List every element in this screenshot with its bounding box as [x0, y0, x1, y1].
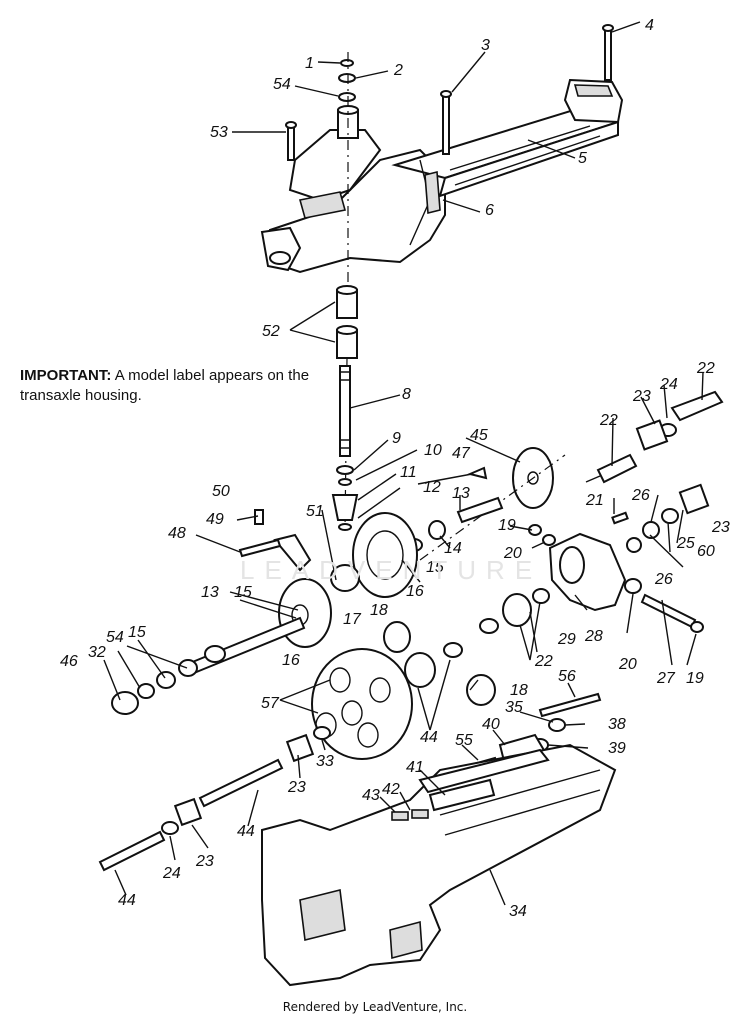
callout-20: 20 [503, 545, 522, 562]
callout-6: 6 [485, 202, 494, 219]
callout-26: 26 [631, 487, 650, 504]
callout-16: 16 [282, 652, 300, 669]
watermark: LEADVENTURE [240, 555, 543, 585]
callout-54: 54 [273, 76, 291, 93]
callout-49: 49 [206, 511, 224, 528]
callout-41: 41 [406, 759, 424, 776]
upper-housing [260, 78, 624, 274]
lower-housing [261, 743, 617, 987]
input-shaft [331, 365, 359, 531]
callout-18: 18 [510, 682, 528, 699]
callout-8: 8 [402, 386, 411, 403]
callout-13: 13 [201, 584, 219, 601]
callout-55: 55 [455, 732, 473, 749]
callout-20: 20 [618, 656, 637, 673]
important-label: IMPORTANT: [20, 367, 112, 384]
callout-13: 13 [452, 485, 470, 502]
callout-19: 19 [686, 670, 704, 687]
callout-34: 34 [509, 903, 527, 920]
callout-18: 18 [370, 602, 388, 619]
callout-50: 50 [212, 483, 230, 500]
callout-19: 19 [498, 517, 516, 534]
callout-32: 32 [88, 644, 106, 661]
callout-43: 43 [362, 787, 380, 804]
callout-44: 44 [118, 892, 136, 909]
callout-22: 22 [534, 653, 553, 670]
callout-labels: 1 2 54 3 4 53 5 6 52 8 9 10 11 12 47 45 … [60, 17, 730, 920]
left-gear-and-shaft [111, 578, 332, 715]
pin-27 [640, 593, 704, 633]
callout-16: 16 [406, 583, 424, 600]
callout-28: 28 [584, 628, 603, 645]
footer-credit: Rendered by LeadVenture, Inc. [282, 1000, 468, 1014]
callout-35: 35 [505, 699, 523, 716]
callout-47: 47 [452, 445, 471, 462]
callout-52: 52 [262, 323, 280, 340]
differential-housing [528, 483, 710, 612]
callout-24: 24 [659, 376, 678, 393]
callout-14: 14 [444, 540, 462, 557]
top-fasteners [285, 24, 614, 161]
callout-23: 23 [711, 519, 730, 536]
callout-23: 23 [195, 853, 214, 870]
callout-23: 23 [287, 779, 306, 796]
callout-46: 46 [60, 653, 78, 670]
callout-54: 54 [106, 629, 124, 646]
callout-22: 22 [599, 412, 618, 429]
callout-24: 24 [162, 865, 181, 882]
callout-44: 44 [420, 729, 438, 746]
small-shaft-parts [405, 466, 504, 552]
bushings [336, 285, 358, 359]
important-text: A model label appears on the transaxle h… [20, 367, 310, 404]
callout-11: 11 [400, 464, 417, 481]
callout-17: 17 [343, 611, 362, 628]
callout-22: 22 [696, 360, 715, 377]
callout-1: 1 [305, 55, 314, 72]
callout-53: 53 [210, 124, 228, 141]
callout-10: 10 [424, 442, 442, 459]
callout-3: 3 [481, 37, 490, 54]
callout-27: 27 [656, 670, 676, 687]
large-gear-57 [311, 648, 413, 760]
callout-60: 60 [697, 543, 715, 560]
callout-39: 39 [608, 740, 626, 757]
callout-56: 56 [558, 668, 576, 685]
callout-57: 57 [261, 695, 280, 712]
callout-23: 23 [632, 388, 651, 405]
callout-2: 2 [393, 62, 403, 79]
right-axle-parts [585, 390, 724, 484]
ring-gear-16 [330, 512, 418, 598]
callout-29: 29 [557, 631, 576, 648]
leader-lines [103, 21, 704, 906]
bevel-gear-45 [419, 447, 566, 561]
callout-5: 5 [578, 150, 587, 167]
callout-15: 15 [234, 584, 252, 601]
callout-21: 21 [585, 492, 604, 509]
callout-45: 45 [470, 427, 488, 444]
callout-51: 51 [306, 503, 324, 520]
callout-44: 44 [237, 823, 255, 840]
pinion-gears [383, 588, 550, 706]
important-note: IMPORTANT: A model label appears on the … [20, 366, 320, 406]
callout-9: 9 [392, 430, 401, 447]
callout-48: 48 [168, 525, 186, 542]
callout-4: 4 [645, 17, 654, 34]
callout-12: 12 [423, 479, 441, 496]
output-shaft [98, 726, 331, 872]
callout-26: 26 [654, 571, 673, 588]
callout-33: 33 [316, 753, 334, 770]
callout-40: 40 [482, 716, 500, 733]
callout-15: 15 [128, 624, 146, 641]
callout-42: 42 [382, 781, 400, 798]
callout-38: 38 [608, 716, 626, 733]
callout-25: 25 [676, 535, 695, 552]
callout-15: 15 [426, 559, 444, 576]
